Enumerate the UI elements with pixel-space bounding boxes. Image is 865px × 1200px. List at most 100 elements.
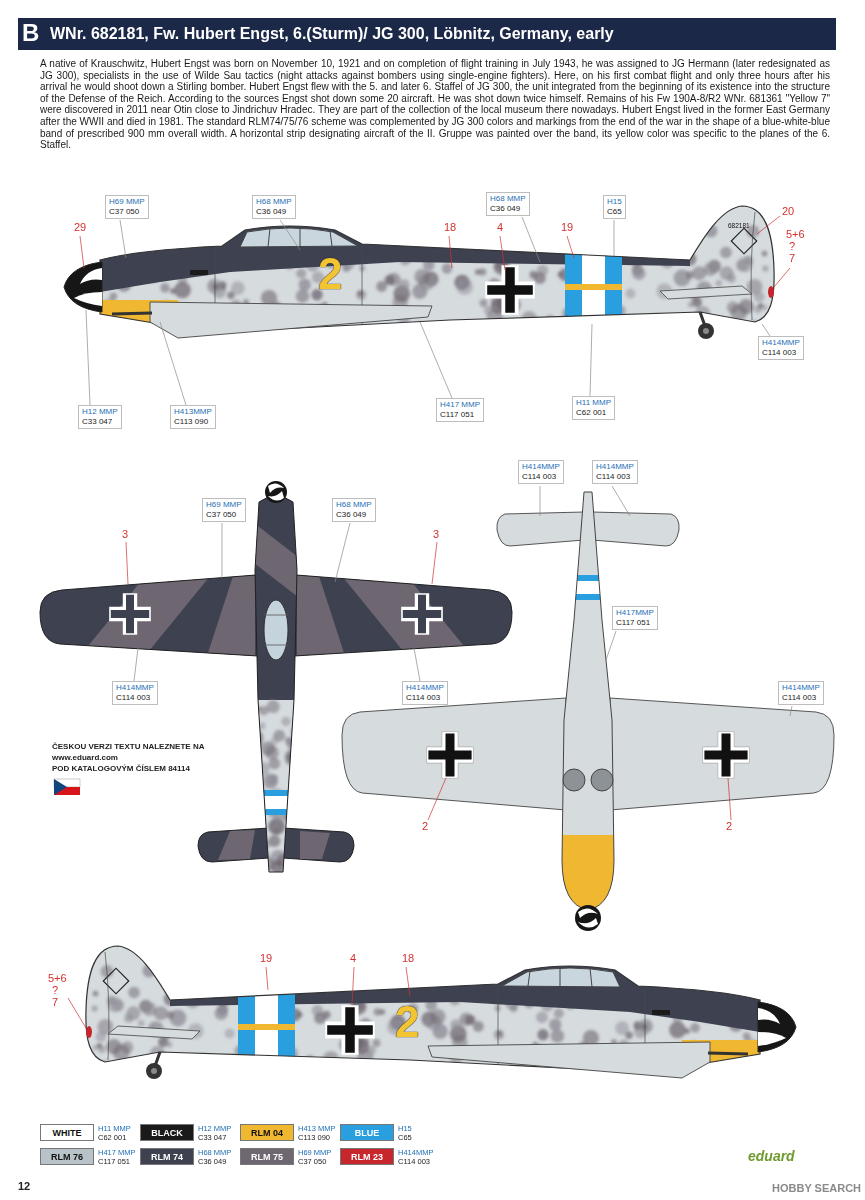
aircraft-drawing-part — [248, 830, 265, 847]
aircraft-drawing-part — [644, 228, 661, 245]
aircraft-drawing-part — [549, 323, 560, 334]
aircraft-drawing-part — [556, 233, 571, 248]
aircraft-drawing-part — [80, 268, 102, 284]
paint-callout-box: H15C65 — [603, 195, 626, 219]
aircraft-drawing-part — [653, 248, 663, 258]
aircraft-drawing-part — [497, 512, 584, 546]
aircraft-drawing-part — [290, 802, 304, 816]
aircraft-drawing-part — [263, 773, 278, 788]
aircraft-drawing-part — [485, 265, 534, 314]
aircraft-drawing-part — [486, 326, 494, 334]
aircraft-drawing-part — [250, 520, 302, 600]
paint-code: C117 051 — [440, 410, 480, 420]
aircraft-drawing-part — [311, 213, 327, 229]
aircraft-drawing-part — [593, 236, 606, 249]
aircraft-drawing-part — [600, 325, 612, 337]
aircraft-drawing-part — [276, 860, 283, 867]
aircraft-drawing-part — [485, 265, 534, 314]
czech-note: www.eduard.com — [52, 753, 118, 762]
aircraft-drawing-part — [398, 279, 410, 291]
aircraft-drawing-part — [250, 700, 302, 885]
callout-number: 18 — [402, 952, 414, 965]
aircraft-drawing-part — [284, 749, 300, 765]
aircraft-drawing-part — [281, 717, 290, 726]
paint-code: H414MMP — [398, 1148, 433, 1157]
paint-code: H68 MMP — [490, 194, 526, 204]
aircraft-drawing-part — [555, 581, 621, 594]
page-number: 12 — [18, 1180, 30, 1193]
aircraft-drawing-part — [555, 575, 621, 581]
aircraft-drawing-part — [190, 270, 208, 275]
aircraft-drawing-part — [285, 831, 300, 846]
czech-note: ČESKOU VERZI TEXTU NALEZNETE NA — [52, 742, 204, 751]
aircraft-drawing-part — [60, 190, 790, 350]
aircraft-drawing-part — [563, 769, 585, 791]
aircraft-drawing-part — [727, 301, 739, 313]
aircraft-drawing-part — [250, 796, 302, 809]
aircraft-drawing-part — [175, 239, 184, 248]
aircraft-drawing-part — [566, 317, 571, 322]
aircraft-drawing-part — [114, 220, 124, 230]
aircraft-drawing-part — [479, 219, 492, 232]
paint-callout-box: H414MMPC114 003 — [402, 681, 448, 705]
aircraft-drawing-part — [196, 219, 208, 231]
paint-code: C117 051 — [98, 1157, 130, 1166]
callout-number: 19 — [260, 952, 272, 965]
aircraft-drawing-part — [342, 698, 566, 810]
paint-code: H12 MMP — [198, 1124, 231, 1133]
paint-code: C114 003 — [398, 1157, 430, 1166]
callout-number: 18 — [444, 221, 456, 234]
callout-number: 2 — [726, 820, 732, 833]
aircraft-drawing-part — [666, 242, 674, 250]
aircraft-drawing-part — [149, 222, 164, 237]
aircraft-drawing-part — [250, 790, 302, 796]
aircraft-drawing-part — [358, 291, 364, 297]
color-swatch: BLACK — [140, 1124, 194, 1141]
aircraft-drawing-part — [265, 481, 287, 503]
paint-callout-box: H68 MMPC36 049 — [332, 498, 376, 522]
aircraft-drawing-part — [436, 324, 449, 337]
legend-text: RLM 74 — [151, 1152, 183, 1162]
aircraft-drawing-part — [698, 323, 714, 339]
aircraft-drawing-part — [264, 600, 288, 660]
legend-text: BLACK — [151, 1128, 183, 1138]
aircraft-drawing-part — [86, 217, 792, 716]
color-swatch: RLM 74 — [140, 1148, 194, 1165]
aircraft-drawing-part — [268, 818, 285, 835]
paint-code: H414MMP — [762, 338, 800, 348]
paint-callout-box: H69 MMPC37 050 — [105, 195, 149, 219]
paint-code: H417 MMP — [440, 400, 480, 410]
aircraft-drawing-part — [557, 272, 562, 277]
paint-code: C36 049 — [256, 207, 292, 217]
paint-code: C37 050 — [109, 207, 145, 217]
description-text: A native of Krauschwitz, Hubert Engst wa… — [40, 58, 830, 151]
side-profile — [60, 190, 790, 350]
aircraft-drawing-part — [255, 496, 297, 872]
callout-number: ? — [789, 240, 795, 253]
aircraft-drawing-part — [557, 327, 563, 333]
aircraft-drawing-part — [578, 908, 598, 927]
aircraft-drawing-part — [389, 228, 402, 241]
aircraft-drawing-part — [54, 779, 67, 795]
legend-text: RLM 23 — [351, 1152, 383, 1162]
aircraft-drawing-part — [207, 279, 221, 293]
aircraft-drawing-part — [403, 239, 410, 246]
aircraft-drawing-part — [476, 228, 492, 244]
aircraft-drawing-part — [268, 226, 332, 247]
aircraft-drawing-part — [268, 483, 284, 500]
paint-callout-box: H68 MMPC36 049 — [486, 192, 530, 216]
aircraft-drawing-part — [288, 859, 302, 873]
paint-callout-box: H413MMPC113 090 — [170, 405, 216, 429]
callout-number: 7 — [52, 996, 58, 1009]
callout-number: 5+6 — [48, 972, 67, 985]
aircraft-drawing-part — [287, 737, 300, 750]
paint-code: C37 050 — [298, 1157, 326, 1166]
top-view — [38, 481, 514, 886]
aircraft-drawing-part — [250, 485, 302, 885]
aircraft-drawing-part — [637, 324, 647, 334]
aircraft-drawing-part — [112, 313, 152, 314]
paint-callout-box: H417 MMPC117 051 — [436, 398, 484, 422]
color-swatch: RLM 76 — [40, 1148, 94, 1165]
aircraft-drawing-part — [582, 200, 605, 340]
